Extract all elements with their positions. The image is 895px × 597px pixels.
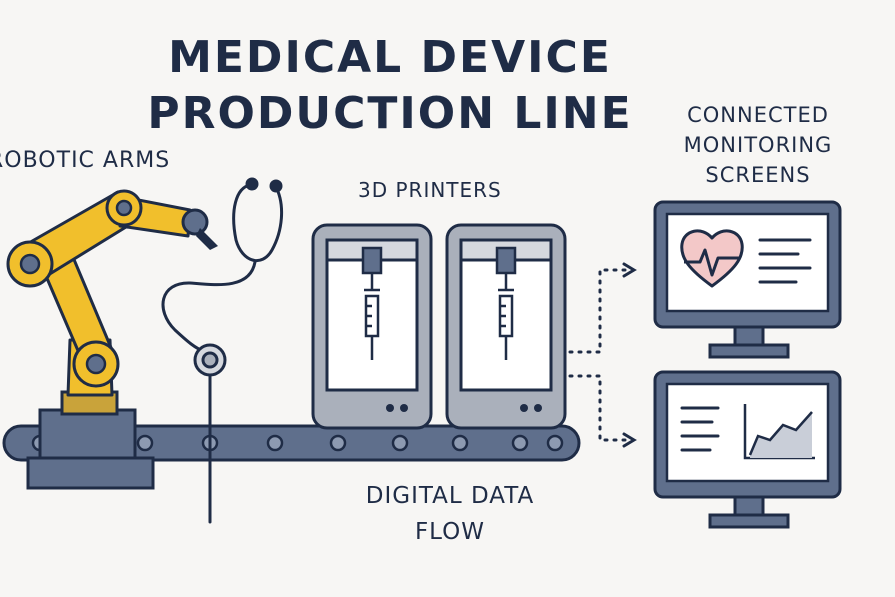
monitoring-screens-label: CONNECTED MONITORING SCREENS <box>668 100 848 190</box>
text-lines <box>758 238 812 284</box>
title-line-1: MEDICAL DEVICE <box>168 32 612 83</box>
3d-printers-label: 3D PRINTERS <box>358 178 502 202</box>
heartbeat-icon <box>680 229 744 288</box>
monitor-icon <box>653 200 842 359</box>
stethoscope-icon <box>161 177 284 524</box>
robotic-arms-label: ROBOTIC ARMS <box>0 148 171 173</box>
data-flow-label-line-1: DIGITAL DATA <box>365 483 535 509</box>
data-flow-label: DIGITAL DATA FLOW <box>340 478 560 550</box>
monitoring-label-line-3: SCREENS <box>705 163 811 187</box>
data-flow-connectors <box>568 262 637 448</box>
robotic-arm-icon <box>6 189 218 460</box>
3d-printer-icon <box>445 223 567 430</box>
data-flow-label-line-2: FLOW <box>414 519 486 545</box>
conveyor-belt-icon <box>2 424 581 490</box>
diagram-title: MEDICAL DEVICE PRODUCTION LINE <box>0 30 780 142</box>
monitoring-label-line-2: MONITORING <box>683 133 833 157</box>
monitoring-label-line-1: CONNECTED <box>687 103 829 127</box>
text-lines <box>680 406 720 452</box>
3d-printer-icon <box>311 223 433 430</box>
line-chart-icon <box>743 404 815 460</box>
syringe-icon <box>498 273 514 360</box>
title-line-2: PRODUCTION LINE <box>147 88 633 139</box>
syringe-icon <box>364 273 380 360</box>
monitor-icon <box>653 370 842 529</box>
